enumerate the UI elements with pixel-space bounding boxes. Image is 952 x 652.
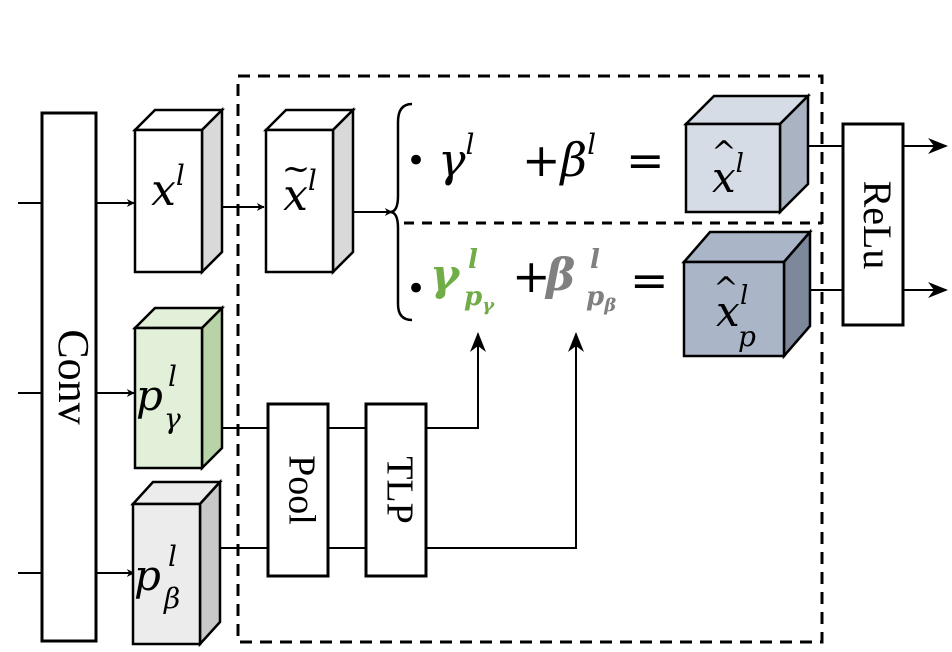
svg-text:pγ: pγ xyxy=(464,282,495,316)
eq-bottom-beta: β xyxy=(544,250,575,301)
svg-text:γ: γ xyxy=(430,250,461,301)
eq-bottom-gamma: γ xyxy=(430,250,461,301)
eq-top-plus: + xyxy=(522,133,561,187)
cube-p-beta: p l β xyxy=(130,478,223,648)
cube-x-hat-accent: ^ xyxy=(711,135,736,170)
cube-p-beta-sup: l xyxy=(168,540,177,573)
cube-x: xl xyxy=(131,106,226,276)
cube-p-gamma-sup: l xyxy=(168,360,177,393)
cube-p-beta-base: p xyxy=(134,551,161,600)
svg-text:p: p xyxy=(738,320,756,353)
eq-bottom-gamma-subsub: γ xyxy=(482,295,495,316)
eq-top-equals: = xyxy=(626,133,665,187)
svg-text:γl: γl xyxy=(438,128,474,187)
eq-bottom-gamma-sub: p xyxy=(464,282,482,312)
arrow-tlp-to-gamma xyxy=(426,332,486,429)
eq-top-bullet: • xyxy=(406,141,426,181)
eq-bottom-gamma-sup: l xyxy=(468,245,478,275)
svg-text:p: p xyxy=(134,551,161,600)
cube-x-hat-sup: l xyxy=(736,149,744,179)
svg-text:l: l xyxy=(740,281,748,311)
eq-bottom-beta-sup: l xyxy=(590,245,600,275)
tlp-label: TLP xyxy=(378,456,420,524)
eq-bottom-beta-sub: p xyxy=(586,282,604,312)
equation-bottom: • γ l pγ + β l pβ = xyxy=(406,245,669,316)
curly-brace xyxy=(389,102,413,322)
cube-x-base: x xyxy=(151,165,176,216)
tlp-block: TLP xyxy=(364,402,428,578)
cube-p-gamma-sub: γ xyxy=(164,402,181,435)
cube-p-beta-sub: β xyxy=(163,582,180,615)
cube-x-hat-p-sub: p xyxy=(738,320,756,353)
svg-text:xl: xl xyxy=(151,159,185,216)
cube-x-tilde-sup: l xyxy=(308,164,317,197)
eq-bottom-equals: = xyxy=(630,253,669,307)
pool-label: Pool xyxy=(280,455,322,525)
svg-text:x: x xyxy=(716,287,740,336)
svg-text:l: l xyxy=(168,360,177,393)
eq-top-gamma: γ xyxy=(438,133,466,187)
cube-x-tilde: ~ xl xyxy=(262,106,357,276)
eq-top-beta: β xyxy=(559,133,588,187)
svg-text:l: l xyxy=(168,540,177,573)
svg-text:=: = xyxy=(626,133,665,187)
cube-x-hat-p-base: x xyxy=(716,287,740,336)
svg-text:γ: γ xyxy=(164,402,181,435)
conv-block: Conv xyxy=(40,111,98,643)
svg-text:p: p xyxy=(136,371,163,420)
relu-label: ReLu xyxy=(855,181,900,270)
cube-x-hat-base: x xyxy=(712,153,736,202)
pool-block: Pool xyxy=(266,402,330,578)
equation-top: • γl +βl = xyxy=(406,128,665,187)
cube-x-hat-p-accent: ^ xyxy=(713,271,738,306)
eq-top-gamma-sup: l xyxy=(466,128,475,161)
cube-x-sup: l xyxy=(176,159,185,192)
dashed-region xyxy=(236,74,824,644)
cube-p-gamma-base: p xyxy=(136,371,163,420)
conv-label: Conv xyxy=(49,329,98,424)
svg-text:+: + xyxy=(512,249,551,303)
svg-text:•: • xyxy=(406,269,426,309)
cube-p-gamma: p l γ xyxy=(131,304,226,472)
svg-text:β: β xyxy=(163,582,180,615)
svg-text:+βl: +βl xyxy=(522,128,596,187)
cube-x-hat: ^ xl xyxy=(682,92,812,216)
svg-text:β: β xyxy=(544,250,575,301)
svg-text:xl: xl xyxy=(712,149,744,202)
svg-text:=: = xyxy=(630,253,669,307)
cube-x-tilde-base: x xyxy=(283,170,308,221)
relu-block: ReLu xyxy=(841,122,905,327)
cube-x-hat-p: ^ x l p xyxy=(681,228,813,360)
arrow-tlp-to-beta xyxy=(426,332,584,549)
eq-top-beta-sup: l xyxy=(587,128,596,161)
eq-bottom-beta-subsub: β xyxy=(603,295,616,316)
eq-bottom-plus: + xyxy=(512,249,551,303)
svg-text:•: • xyxy=(406,141,426,181)
svg-text:l: l xyxy=(468,245,478,275)
svg-text:l: l xyxy=(590,245,600,275)
svg-text:xl: xl xyxy=(283,164,317,221)
cube-x-tilde-accent: ~ xyxy=(282,149,311,189)
svg-text:pβ: pβ xyxy=(586,282,616,316)
eq-bottom-bullet: • xyxy=(406,269,426,309)
cube-x-hat-p-sup: l xyxy=(740,281,748,311)
